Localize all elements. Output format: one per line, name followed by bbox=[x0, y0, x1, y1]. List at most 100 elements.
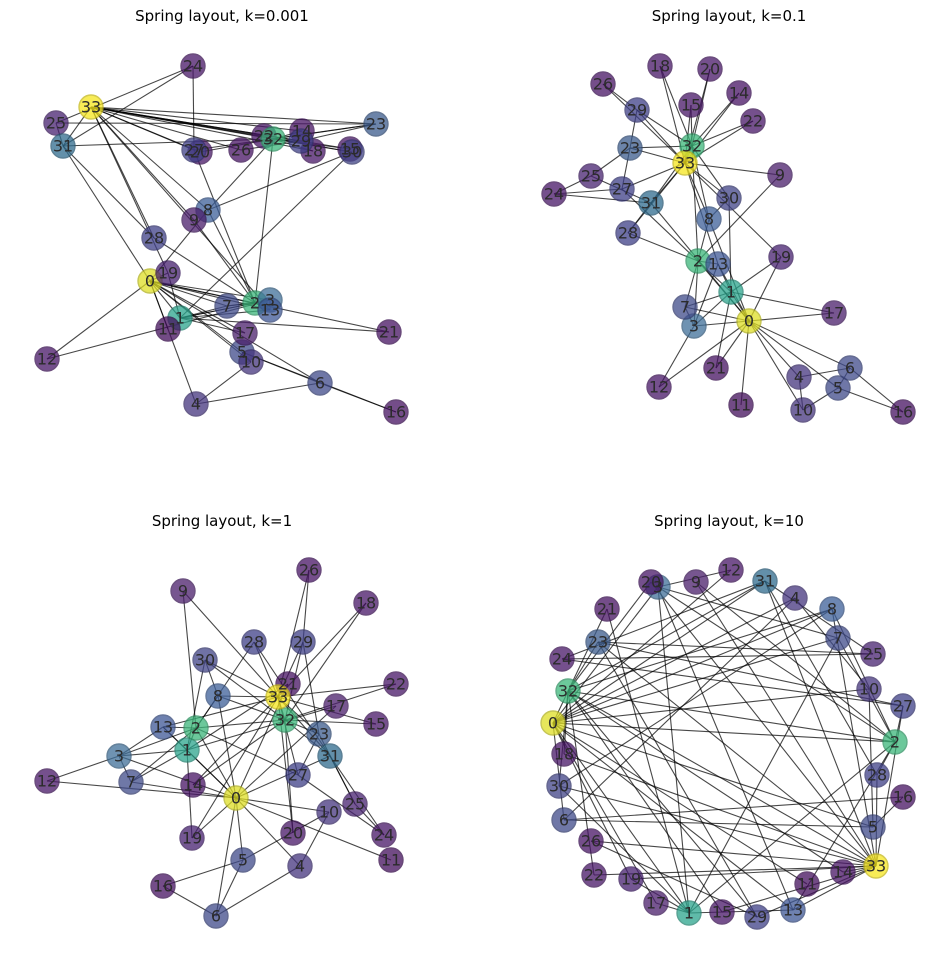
node-label-14: 14 bbox=[183, 776, 203, 795]
edge-0-11 bbox=[740, 320, 750, 406]
edge-2-3 bbox=[118, 727, 197, 757]
node-19 bbox=[179, 825, 205, 851]
node-label-26: 26 bbox=[581, 832, 601, 851]
edge-24-25 bbox=[55, 65, 194, 124]
node-label-23: 23 bbox=[588, 633, 608, 652]
node-label-17: 17 bbox=[824, 304, 844, 323]
edge-24-27 bbox=[297, 774, 385, 836]
edge-30-33 bbox=[558, 785, 877, 867]
node-label-3: 3 bbox=[114, 747, 124, 766]
node-label-31: 31 bbox=[755, 572, 775, 591]
node-7 bbox=[214, 293, 240, 319]
node-label-10: 10 bbox=[241, 353, 261, 372]
node-33 bbox=[863, 853, 889, 879]
edge-0-17 bbox=[149, 280, 246, 334]
nodes: 0123456789101112131415161718192021222324… bbox=[541, 53, 916, 425]
edge-20-32 bbox=[567, 581, 652, 692]
node-label-9: 9 bbox=[189, 211, 199, 230]
node-label-29: 29 bbox=[293, 633, 313, 652]
node-23 bbox=[363, 111, 389, 137]
node-label-6: 6 bbox=[315, 374, 325, 393]
edge-19-33 bbox=[191, 696, 279, 839]
node-15 bbox=[363, 711, 389, 737]
edge-26-33 bbox=[602, 83, 686, 164]
edge-0-31 bbox=[235, 755, 331, 799]
edge-14-33 bbox=[192, 696, 279, 786]
node-30 bbox=[192, 647, 218, 673]
edge-23-29 bbox=[597, 641, 758, 918]
node-label-32: 32 bbox=[558, 682, 578, 701]
node-30 bbox=[716, 185, 742, 211]
node-17 bbox=[232, 320, 258, 346]
edge-8-30 bbox=[558, 608, 833, 787]
node-11 bbox=[794, 871, 820, 897]
node-8 bbox=[205, 683, 231, 709]
edge-23-33 bbox=[597, 641, 877, 867]
node-7 bbox=[825, 625, 851, 651]
edge-3-13 bbox=[657, 586, 794, 911]
node-label-19: 19 bbox=[621, 870, 641, 889]
node-label-11: 11 bbox=[381, 851, 401, 870]
edge-18-33 bbox=[563, 753, 877, 867]
edge-31-32 bbox=[567, 580, 766, 692]
node-label-21: 21 bbox=[278, 675, 298, 694]
node-0 bbox=[540, 710, 566, 736]
node-2 bbox=[882, 729, 908, 755]
node-16 bbox=[150, 873, 176, 899]
node-label-15: 15 bbox=[340, 140, 360, 159]
edge-0-11 bbox=[552, 722, 808, 885]
node-label-15: 15 bbox=[712, 903, 732, 922]
edge-0-31 bbox=[62, 145, 151, 282]
node-label-24: 24 bbox=[552, 650, 572, 669]
node-label-4: 4 bbox=[790, 589, 800, 608]
node-label-6: 6 bbox=[845, 359, 855, 378]
node-label-9: 9 bbox=[691, 573, 701, 592]
node-label-15: 15 bbox=[366, 715, 386, 734]
node-15 bbox=[678, 92, 704, 118]
node-5 bbox=[860, 814, 886, 840]
node-label-32: 32 bbox=[263, 130, 283, 149]
node-10 bbox=[790, 397, 816, 423]
node-17 bbox=[323, 693, 349, 719]
edge-6-16 bbox=[563, 796, 904, 821]
edges bbox=[46, 569, 397, 917]
node-label-23: 23 bbox=[309, 725, 329, 744]
node-4 bbox=[287, 853, 313, 879]
node-label-8: 8 bbox=[704, 210, 714, 229]
edge-25-31 bbox=[764, 580, 874, 655]
panel-1: Spring layout, k=0.101234567891011121314… bbox=[541, 7, 916, 425]
node-14 bbox=[180, 772, 206, 798]
node-20 bbox=[638, 569, 664, 595]
node-label-33: 33 bbox=[866, 857, 886, 876]
edge-13-33 bbox=[162, 696, 279, 728]
node-18 bbox=[551, 741, 577, 767]
edge-2-28 bbox=[195, 641, 255, 729]
node-label-33: 33 bbox=[675, 154, 695, 173]
edge-3-7 bbox=[657, 586, 839, 639]
node-label-17: 17 bbox=[646, 894, 666, 913]
edge-2-3 bbox=[657, 586, 896, 743]
node-label-4: 4 bbox=[794, 368, 804, 387]
edge-24-25 bbox=[561, 653, 874, 660]
edge-0-6 bbox=[215, 797, 237, 917]
node-label-16: 16 bbox=[153, 877, 173, 896]
node-23 bbox=[617, 135, 643, 161]
node-label-29: 29 bbox=[291, 132, 311, 151]
edge-23-25 bbox=[55, 122, 377, 125]
node-label-9: 9 bbox=[178, 582, 188, 601]
node-4 bbox=[786, 364, 812, 390]
node-label-6: 6 bbox=[211, 907, 221, 926]
node-label-19: 19 bbox=[158, 264, 178, 283]
node-21 bbox=[594, 596, 620, 622]
node-6 bbox=[551, 807, 577, 833]
node-label-32: 32 bbox=[682, 137, 702, 156]
edge-24-27 bbox=[561, 658, 904, 707]
node-label-27: 27 bbox=[893, 697, 913, 716]
node-25 bbox=[342, 791, 368, 817]
edge-2-32 bbox=[567, 690, 896, 743]
edge-14-32 bbox=[192, 719, 286, 786]
node-31 bbox=[638, 190, 664, 216]
node-13 bbox=[150, 714, 176, 740]
node-label-5: 5 bbox=[868, 818, 878, 837]
panel-title: Spring layout, k=0.1 bbox=[652, 7, 807, 25]
